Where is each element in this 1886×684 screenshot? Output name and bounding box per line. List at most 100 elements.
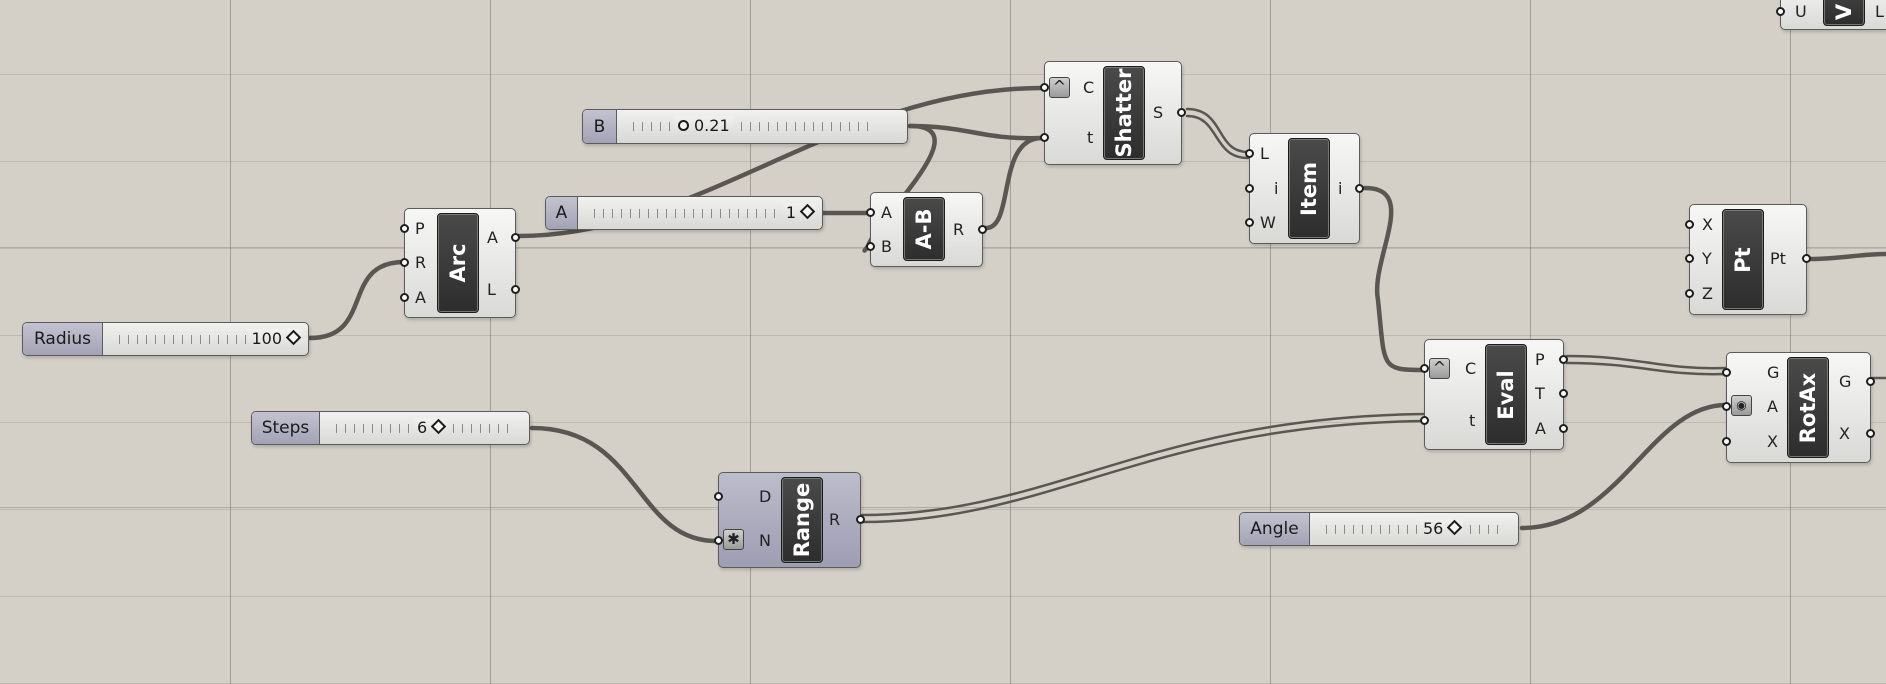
component-vector-core[interactable]: V bbox=[1823, 0, 1865, 26]
evaluate-output-p: P bbox=[1535, 350, 1545, 369]
item-port-i-in[interactable] bbox=[1245, 184, 1254, 193]
item-port-i-out[interactable] bbox=[1355, 184, 1364, 193]
rotate-axis-target-icon[interactable]: ◉ bbox=[1731, 395, 1752, 416]
item-port-l[interactable] bbox=[1245, 149, 1254, 158]
arc-port-r[interactable] bbox=[400, 258, 409, 267]
subtract-port-a[interactable] bbox=[866, 208, 875, 217]
slider-steps-grip-icon[interactable] bbox=[430, 418, 447, 435]
shatter-input-t: t bbox=[1087, 128, 1094, 147]
component-range-core[interactable]: Range bbox=[781, 477, 823, 563]
item-port-w[interactable] bbox=[1245, 218, 1254, 227]
slider-b[interactable]: B 0.21 bbox=[582, 109, 908, 144]
point-port-x[interactable] bbox=[1685, 220, 1694, 229]
component-item-core[interactable]: Item bbox=[1288, 138, 1330, 239]
arc-port-a-in[interactable] bbox=[400, 293, 409, 302]
slider-a-name: A bbox=[546, 197, 578, 229]
evaluate-reparam-icon[interactable]: ^ bbox=[1429, 358, 1450, 379]
component-rotate-axis[interactable]: ◉ RotAx G A X G X bbox=[1722, 352, 1875, 463]
component-shatter-core[interactable]: Shatter bbox=[1103, 66, 1145, 160]
component-rotate-axis-core[interactable]: RotAx bbox=[1787, 357, 1829, 458]
subtract-port-r[interactable] bbox=[978, 225, 987, 234]
component-evaluate-core[interactable]: Eval bbox=[1485, 344, 1527, 445]
slider-radius-track[interactable] bbox=[119, 335, 269, 344]
slider-b-track[interactable] bbox=[633, 122, 873, 131]
component-arc[interactable]: Arc P R A A L bbox=[400, 208, 520, 318]
slider-angle-track[interactable] bbox=[1326, 525, 1501, 534]
shatter-reparam-icon[interactable]: ^ bbox=[1049, 77, 1070, 98]
wire-radius-to-arc bbox=[307, 259, 407, 341]
range-port-r[interactable] bbox=[856, 515, 865, 524]
component-range[interactable]: ✱ Range D N R bbox=[714, 472, 865, 568]
slider-b-knob[interactable]: 0.21 bbox=[675, 116, 733, 136]
slider-a[interactable]: A 1 bbox=[545, 196, 823, 230]
rotate-axis-port-g-out[interactable] bbox=[1866, 377, 1875, 386]
slider-radius-value: 100 bbox=[251, 329, 282, 348]
slider-radius-knob[interactable]: 100 bbox=[248, 329, 302, 349]
evaluate-port-t-in[interactable] bbox=[1420, 416, 1429, 425]
slider-angle-knob[interactable]: 56 bbox=[1420, 519, 1464, 539]
slider-steps-knob[interactable]: 6 bbox=[414, 418, 448, 438]
subtract-port-b[interactable] bbox=[866, 242, 875, 251]
evaluate-input-c: C bbox=[1465, 359, 1477, 378]
range-port-n[interactable] bbox=[714, 536, 723, 545]
evaluate-port-a[interactable] bbox=[1559, 424, 1568, 433]
wire-range-to-eval-b bbox=[860, 419, 1426, 524]
evaluate-port-c[interactable] bbox=[1420, 364, 1429, 373]
slider-a-track[interactable] bbox=[594, 209, 804, 218]
range-input-n: N bbox=[759, 531, 771, 550]
range-port-d[interactable] bbox=[714, 492, 723, 501]
slider-a-knob[interactable]: 1 bbox=[782, 203, 816, 223]
evaluate-port-p[interactable] bbox=[1559, 355, 1568, 364]
slider-angle-grip-icon[interactable] bbox=[1447, 519, 1463, 536]
slider-b-grip-icon[interactable] bbox=[678, 120, 689, 131]
slider-a-grip-icon[interactable] bbox=[799, 203, 816, 220]
slider-radius[interactable]: Radius 100 bbox=[22, 322, 309, 356]
slider-steps[interactable]: Steps 6 bbox=[251, 411, 530, 445]
arc-input-r: R bbox=[415, 253, 427, 272]
rotate-axis-port-x-in[interactable] bbox=[1722, 437, 1731, 446]
component-point-core[interactable]: Pt bbox=[1722, 209, 1764, 310]
point-input-x: X bbox=[1702, 215, 1713, 234]
component-evaluate[interactable]: ^ Eval C t P T A bbox=[1420, 339, 1568, 450]
slider-angle[interactable]: Angle 56 bbox=[1239, 512, 1519, 546]
slider-steps-name: Steps bbox=[252, 412, 320, 444]
component-arc-core[interactable]: Arc bbox=[437, 213, 479, 313]
wire-steps-to-range bbox=[529, 425, 719, 544]
rotate-axis-output-x: X bbox=[1839, 424, 1850, 443]
shatter-port-c[interactable] bbox=[1040, 83, 1049, 92]
rotate-axis-input-a: A bbox=[1767, 397, 1778, 416]
rotate-axis-port-x-out[interactable] bbox=[1866, 429, 1875, 438]
wire-pt-out bbox=[1807, 251, 1886, 262]
arc-port-a-out[interactable] bbox=[511, 233, 520, 242]
evaluate-output-a: A bbox=[1535, 419, 1546, 438]
component-subtract-core[interactable]: A-B bbox=[903, 197, 945, 261]
point-port-y[interactable] bbox=[1685, 254, 1694, 263]
item-input-i: i bbox=[1274, 179, 1279, 198]
arc-port-l[interactable] bbox=[511, 285, 520, 294]
item-input-l: L bbox=[1260, 144, 1269, 163]
evaluate-input-t: t bbox=[1469, 411, 1476, 430]
slider-angle-value: 56 bbox=[1423, 519, 1444, 538]
arc-port-p[interactable] bbox=[400, 224, 409, 233]
rotate-axis-input-x: X bbox=[1767, 432, 1778, 451]
component-item[interactable]: Item L i W i bbox=[1245, 133, 1364, 244]
component-vector[interactable]: U V L bbox=[1776, 0, 1886, 30]
arc-input-p: P bbox=[415, 219, 425, 238]
slider-radius-grip-icon[interactable] bbox=[285, 329, 302, 346]
component-point[interactable]: Pt X Y Z Pt bbox=[1685, 204, 1811, 315]
vector-port-u[interactable] bbox=[1776, 7, 1785, 16]
vector-output-l: L bbox=[1875, 2, 1884, 21]
shatter-output-s: S bbox=[1153, 103, 1164, 122]
component-subtract[interactable]: A-B A B R bbox=[866, 192, 987, 267]
point-port-pt[interactable] bbox=[1802, 254, 1811, 263]
rotate-axis-port-a[interactable] bbox=[1722, 402, 1731, 411]
component-shatter[interactable]: ^ Shatter C t S bbox=[1040, 61, 1186, 165]
shatter-port-s[interactable] bbox=[1177, 108, 1186, 117]
range-graft-icon[interactable]: ✱ bbox=[723, 529, 744, 550]
evaluate-port-t-out[interactable] bbox=[1559, 389, 1568, 398]
point-port-z[interactable] bbox=[1685, 289, 1694, 298]
component-evaluate-title: Eval bbox=[1494, 369, 1518, 420]
shatter-port-t[interactable] bbox=[1040, 133, 1049, 142]
rotate-axis-port-g-in[interactable] bbox=[1722, 368, 1731, 377]
